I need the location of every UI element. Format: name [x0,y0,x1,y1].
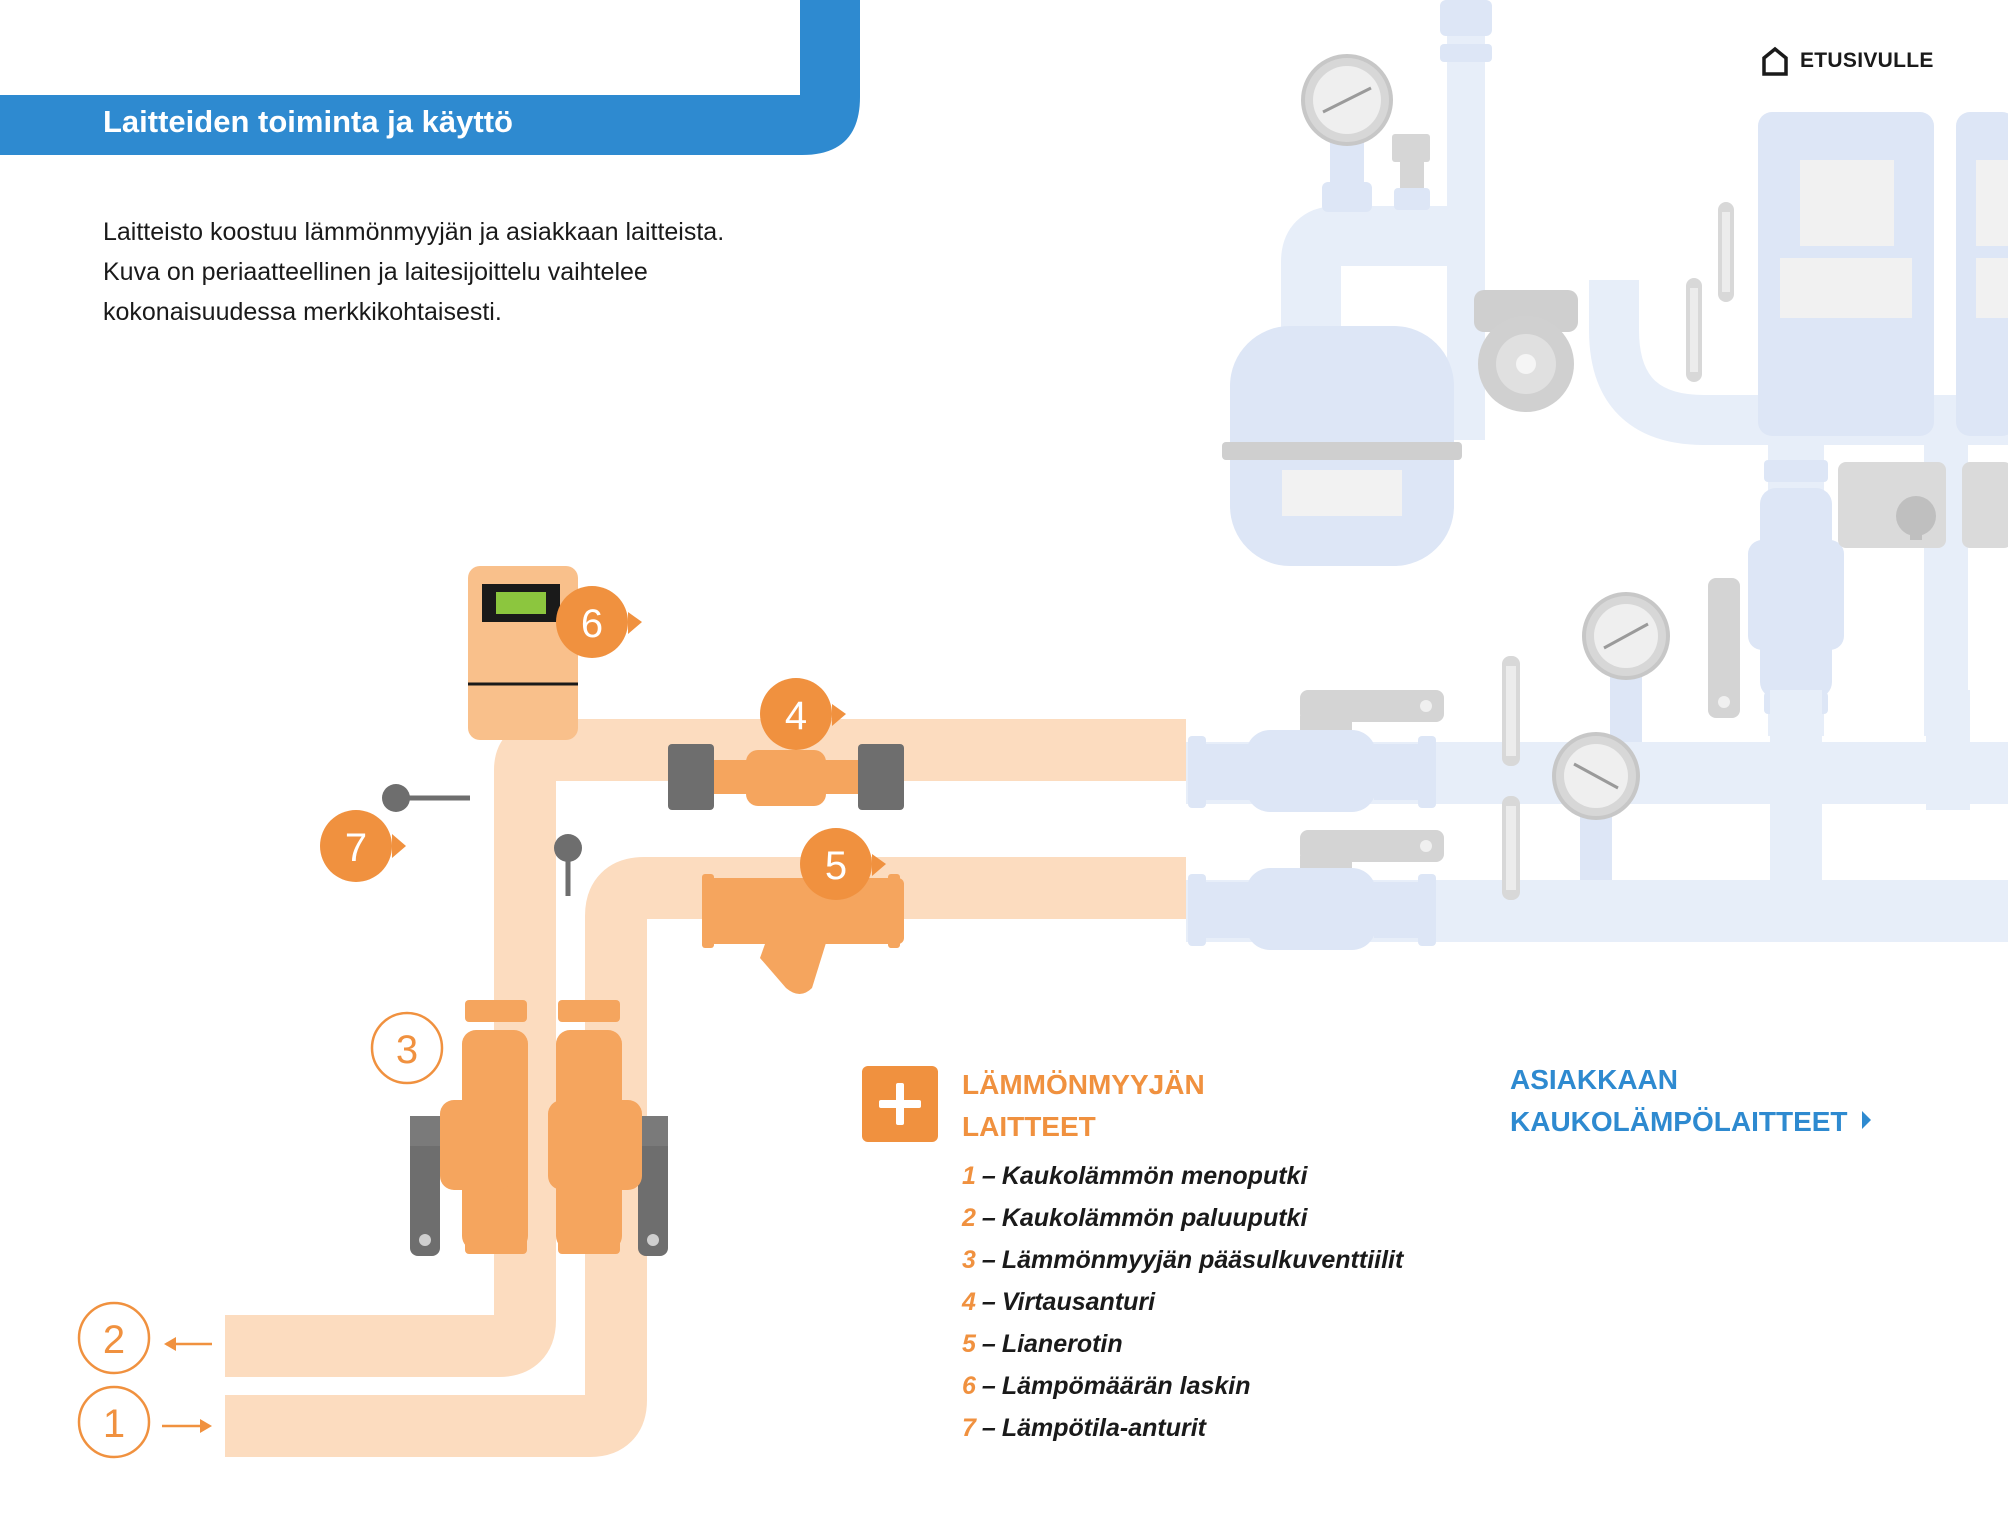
expansion-tank-icon [1222,326,1462,566]
intro-line: Laitteisto koostuu lämmönmyyjän ja asiak… [103,218,725,246]
home-link[interactable]: ETUSIVULLE [1760,43,1934,79]
marker-7[interactable]: 7 [320,810,406,882]
temperature-sensor-icon [382,784,582,896]
marker-2[interactable]: 2 [77,1301,151,1375]
legend-item: 6–Lämpömäärän laskin [962,1372,1251,1400]
legend-item: 7–Lämpötila-anturit [962,1414,1206,1442]
legend-item: 2–Kaukolämmön paluuputki [962,1204,1308,1232]
marker-3[interactable]: 3 [370,1011,444,1085]
legend-item: 4–Virtausanturi [962,1288,1156,1316]
svg-text:6: 6 [581,602,603,646]
seller-equipment: 6 4 5 7 3 2 [77,566,1186,1459]
svg-text:3: 3 [396,1028,418,1072]
customer-equipment-link[interactable]: ASIAKKAAN KAUKOLÄMPÖLAITTEET [1510,1059,1871,1143]
customer-link-line: ASIAKKAAN [1510,1064,1678,1095]
svg-text:2: 2 [103,1318,125,1362]
arrow-right-icon [162,1419,212,1433]
seller-equipment-heading[interactable]: LÄMMÖNMYYJÄN LAITTEET [962,1064,1205,1148]
circulation-pump-icon [1474,280,2008,445]
customer-equipment [1186,0,2008,950]
customer-link-line-2: KAUKOLÄMPÖLAITTEET [1510,1101,1871,1143]
pressure-gauge-icon [1552,732,1640,820]
customer-ball-valve [1188,830,1444,950]
legend-list: 1–Kaukolämmön menoputki 2–Kaukolämmön pa… [962,1162,1403,1456]
legend-item: 1–Kaukolämmön menoputki [962,1162,1308,1190]
seller-heading-line: LAITTEET [962,1111,1096,1142]
pressure-gauge-icon [1301,54,1393,146]
marker-5[interactable]: 5 [800,828,886,900]
intro-line: kokonaisuudessa merkkikohtaisesti. [103,298,502,326]
svg-text:7: 7 [345,826,367,870]
arrow-left-icon [164,1337,212,1351]
customer-ball-valve [1188,690,1444,812]
expand-plus-button[interactable] [862,1066,938,1142]
seller-heading-line: LÄMMÖNMYYJÄN [962,1069,1205,1100]
page-title: Laitteiden toiminta ja käyttö [103,104,513,139]
heat-meter-icon [468,566,578,740]
marker-6[interactable]: 6 [556,586,642,658]
home-link-label: ETUSIVULLE [1800,49,1934,72]
home-icon [1762,46,1788,76]
strainer-icon [702,874,904,994]
svg-text:1: 1 [103,1402,125,1446]
main-shutoff-valves-icon [410,1000,668,1256]
chevron-right-icon [1861,1111,1871,1129]
marker-4[interactable]: 4 [760,678,846,750]
intro-text: Laitteisto koostuu lämmönmyyjän ja asiak… [103,212,863,332]
flow-sensor-icon [668,744,904,810]
pressure-gauge-icon [1582,592,1670,680]
legend-item: 3–Lämmönmyyjän pääsulkuventtiilit [962,1246,1404,1274]
svg-text:5: 5 [825,844,847,888]
header-banner [0,0,860,155]
intro-line: Kuva on periaatteellinen ja laitesijoitt… [103,258,648,286]
svg-text:4: 4 [785,694,807,738]
legend-item: 5–Lianerotin [962,1330,1123,1358]
marker-1[interactable]: 1 [77,1385,151,1459]
